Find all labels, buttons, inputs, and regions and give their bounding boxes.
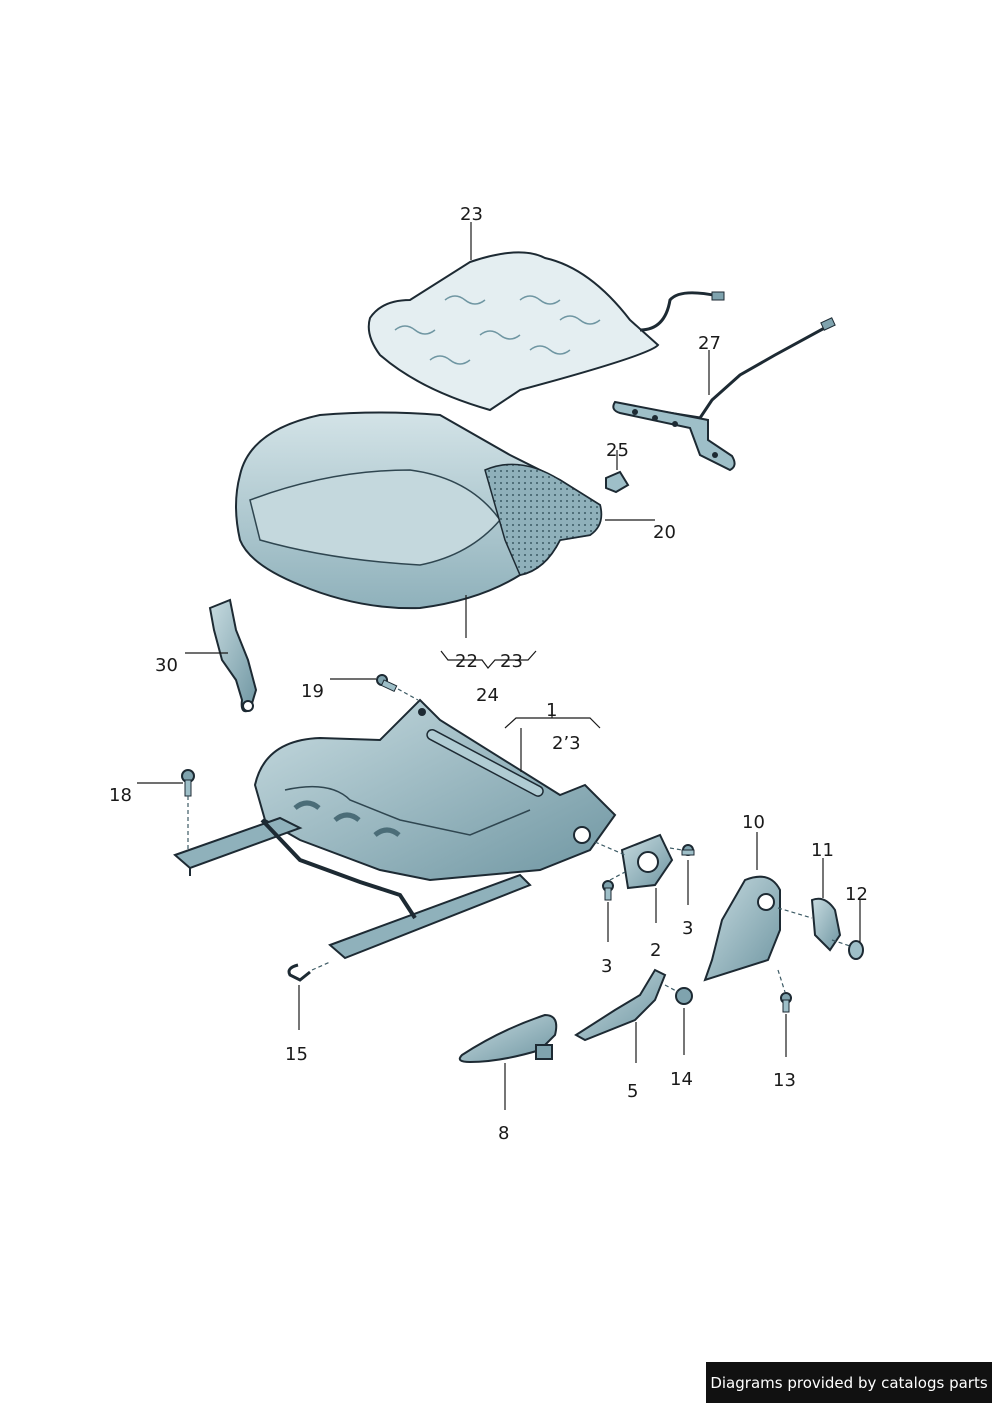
credit-banner: Diagrams provided by catalogs parts <box>706 1362 992 1403</box>
callout-22: 22 <box>455 651 478 672</box>
leader-lines <box>137 222 861 1110</box>
callout-8: 8 <box>498 1123 510 1144</box>
sensor-mat-part <box>612 317 836 472</box>
callout-13: 13 <box>773 1070 796 1091</box>
callout-2-3: 2’3 <box>552 733 581 754</box>
callout-10: 10 <box>742 812 765 833</box>
callout-1: 1 <box>546 700 558 721</box>
screw-3b-part <box>602 880 614 901</box>
lever-handle-part <box>458 1013 558 1064</box>
callout-23-bottom: 23 <box>500 651 523 672</box>
callout-25: 25 <box>606 440 629 461</box>
credit-text: Diagrams provided by catalogs parts <box>710 1373 988 1392</box>
side-trim-cover-part <box>703 875 781 982</box>
callout-19: 19 <box>301 681 324 702</box>
heating-mat-part <box>367 251 725 412</box>
seat-frame-part <box>253 698 617 882</box>
callout-14: 14 <box>670 1069 693 1090</box>
button-part <box>848 940 864 960</box>
belt-buckle-part <box>208 598 258 713</box>
bolt-18-part <box>181 769 195 797</box>
hook-part <box>287 963 311 982</box>
callout-11: 11 <box>811 840 834 861</box>
callout-3-right: 3 <box>682 918 694 939</box>
callout-20: 20 <box>653 522 676 543</box>
adjuster-bar-part <box>260 818 417 920</box>
seat-rail-right-part <box>328 873 532 960</box>
nut-part <box>675 987 693 1005</box>
callout-2: 2 <box>650 940 662 961</box>
bolt-19-part <box>376 674 398 693</box>
callout-15: 15 <box>285 1044 308 1065</box>
callout-18: 18 <box>109 785 132 806</box>
recliner-mechanism-part <box>620 833 674 890</box>
callout-3-left: 3 <box>601 956 613 977</box>
screw-13-part <box>780 992 792 1013</box>
callout-27: 27 <box>698 333 721 354</box>
cap-part <box>810 897 842 952</box>
screw-3a-part <box>681 844 695 856</box>
callout-12: 12 <box>845 884 868 905</box>
seat-cushion-part <box>235 411 603 610</box>
bracket-part <box>574 968 667 1042</box>
callout-23-top: 23 <box>460 204 483 225</box>
callout-24: 24 <box>476 685 499 706</box>
alignment-lines <box>187 688 851 993</box>
callout-5: 5 <box>627 1081 639 1102</box>
seat-rail-left-part <box>173 816 303 876</box>
callout-30: 30 <box>155 655 178 676</box>
clip-part <box>605 470 630 494</box>
